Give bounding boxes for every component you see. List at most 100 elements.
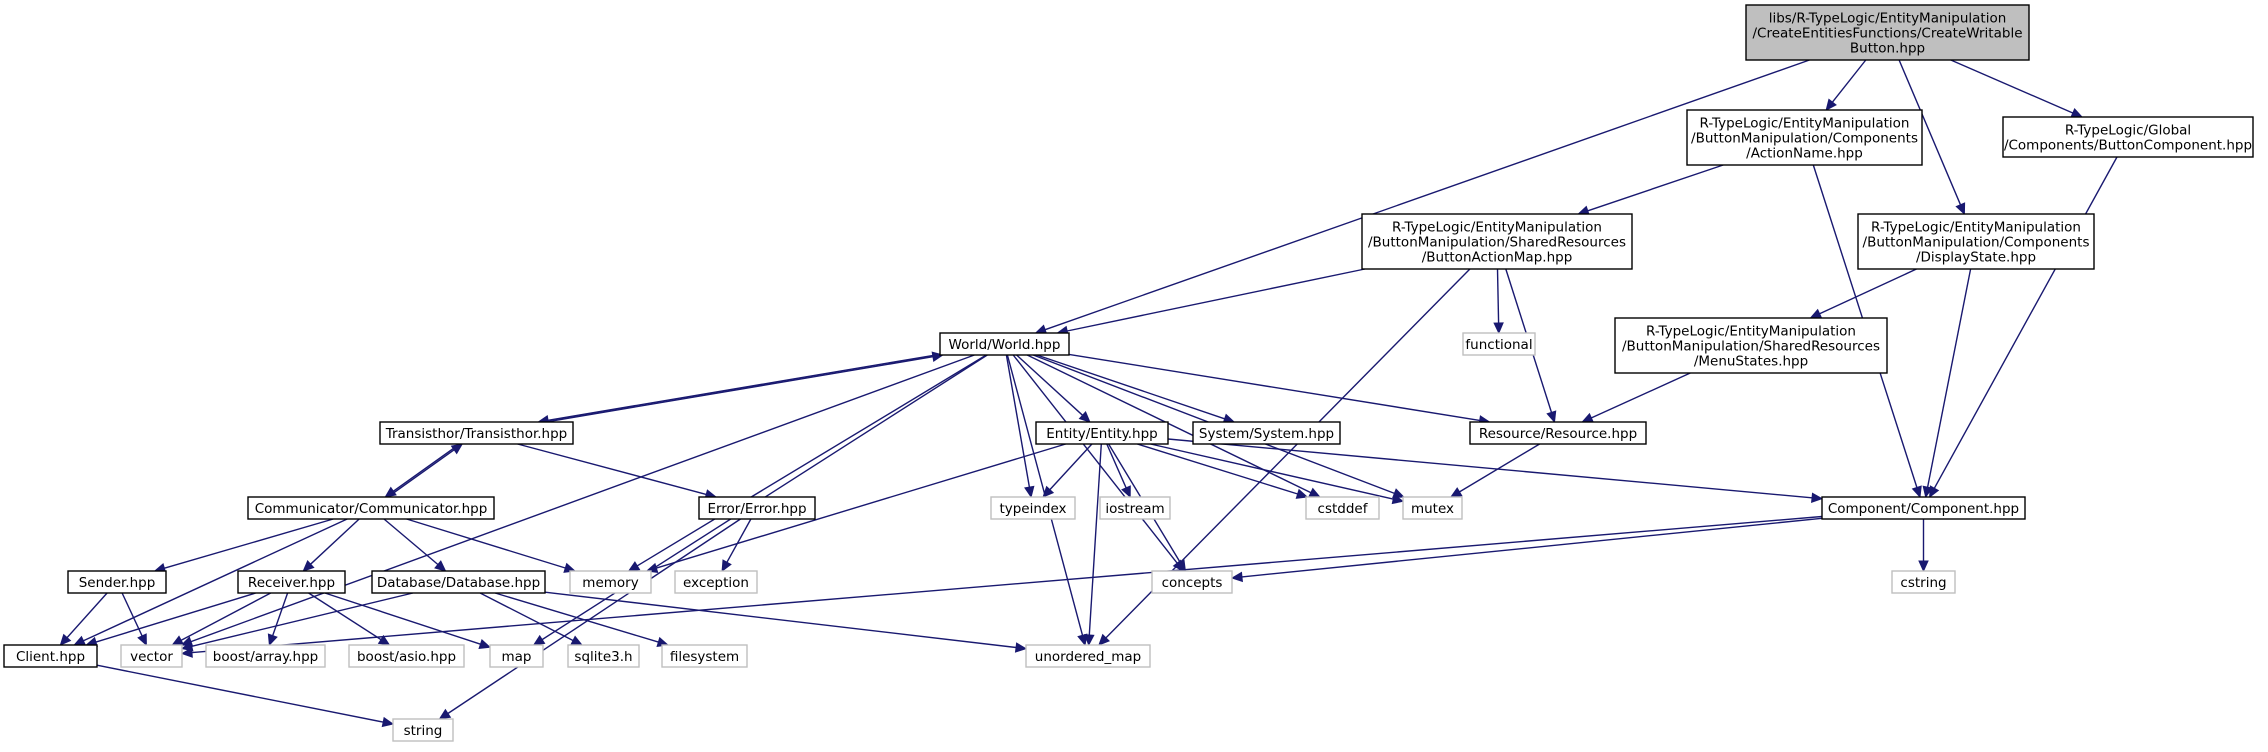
node-component[interactable]: Component/Component.hpp (1821, 496, 2026, 520)
node-box (205, 644, 326, 668)
edge-line (636, 354, 987, 567)
edge-line (1049, 443, 1093, 491)
arrowhead-icon (1809, 308, 1823, 319)
edge-transisthor-to-error (517, 443, 718, 500)
node-label-line: /ActionName.hpp (1746, 146, 1863, 162)
node-box (1462, 332, 1536, 356)
node-memory: memory (569, 570, 652, 594)
node-label-line: /MenuStates.hpp (1694, 354, 1808, 370)
edge-client-to-string (96, 664, 395, 728)
node-label-line: mutex (1411, 501, 1454, 517)
node-buttoncomp[interactable]: R-TypeLogic/Global/Components/ButtonComp… (2002, 116, 2254, 158)
node-label-line: /ButtonManipulation/Components (1863, 235, 2090, 251)
edge-line (1496, 268, 1500, 324)
node-box (990, 496, 1076, 520)
node-error[interactable]: Error/Error.hpp (698, 496, 816, 520)
arrowhead-icon (1121, 485, 1131, 499)
arrowhead-icon (1230, 571, 1243, 583)
node-sender[interactable]: Sender.hpp (67, 570, 167, 594)
node-label-line: Resource/Resource.hpp (1479, 426, 1637, 442)
node-box (3, 644, 98, 668)
edge-line (656, 443, 1066, 569)
node-system[interactable]: System/System.hpp (1192, 421, 1341, 445)
node-box (661, 644, 748, 668)
node-buttonactionmap[interactable]: R-TypeLogic/EntityManipulation/ButtonMan… (1361, 213, 1633, 270)
edge-sender-to-vector (121, 592, 147, 647)
node-box (2002, 116, 2254, 158)
node-menustates[interactable]: R-TypeLogic/EntityManipulation/ButtonMan… (1614, 317, 1888, 374)
node-displaystate[interactable]: R-TypeLogic/EntityManipulation/ButtonMan… (1857, 213, 2095, 270)
arrowhead-icon (1295, 488, 1309, 499)
edge-entity-to-mutex (1150, 443, 1405, 505)
edge-error-to-string (438, 518, 741, 720)
edge-error-to-exception (721, 518, 752, 573)
node-label-line: R-TypeLogic/EntityManipulation (1871, 220, 2081, 236)
node-box (1305, 496, 1380, 520)
node-box (1402, 496, 1463, 520)
node-client[interactable]: Client.hpp (3, 644, 98, 668)
edge-world-to-resource (1068, 353, 1491, 426)
arrowhead-icon (1014, 642, 1028, 653)
node-world[interactable]: World/World.hpp (939, 332, 1070, 356)
node-resource[interactable]: Resource/Resource.hpp (1469, 421, 1647, 445)
edge-world-to-memory (627, 354, 987, 572)
node-box (1151, 570, 1233, 594)
edge-line (545, 356, 934, 423)
node-actionname[interactable]: R-TypeLogic/EntityManipulation/ButtonMan… (1686, 109, 1923, 166)
node-transisthor[interactable]: Transisthor/Transisthor.hpp (379, 421, 574, 445)
node-box (567, 644, 640, 668)
edge-buttonactionmap-to-world (1056, 268, 1366, 337)
node-root[interactable]: libs/R-TypeLogic/EntityManipulation/Crea… (1745, 4, 2030, 61)
node-box (674, 570, 758, 594)
edge-entity-to-iostream (1106, 443, 1131, 499)
edge-line (191, 592, 414, 647)
node-label-line: Database/Database.hpp (377, 575, 540, 591)
arrowhead-icon (2070, 107, 2084, 118)
node-label-line: Transisthor/Transisthor.hpp (385, 426, 568, 442)
node-box (939, 332, 1070, 356)
arrowhead-icon (1024, 485, 1035, 499)
node-label-line: iostream (1105, 501, 1164, 517)
edge-line (1044, 59, 1810, 331)
edge-line (310, 518, 360, 565)
node-label-line: Button.hpp (1850, 41, 1925, 57)
edge-resource-to-mutex (1449, 443, 1540, 498)
node-label-line: Sender.hpp (79, 575, 156, 591)
arrowhead-icon (302, 559, 315, 572)
edge-line (83, 518, 348, 642)
node-entity[interactable]: Entity/Entity.hpp (1035, 421, 1169, 445)
node-label-line: Receiver.hpp (248, 575, 335, 591)
node-box (247, 496, 495, 520)
node-label-line: /ButtonActionMap.hpp (1422, 250, 1573, 266)
node-label-line: cstddef (1318, 501, 1369, 517)
edge-line (180, 592, 272, 641)
arrowhead-icon (434, 560, 447, 572)
edge-line (66, 592, 108, 639)
node-box (392, 718, 454, 742)
node-vector: vector (120, 644, 183, 668)
edge-sender-to-client (59, 592, 108, 646)
edge-displaystate-to-component (1922, 268, 1972, 499)
arrowhead-icon (1825, 98, 1837, 111)
node-functional: functional (1462, 332, 1536, 356)
edge-communicator-to-database (383, 518, 447, 572)
arrowhead-icon (721, 559, 732, 573)
arrowhead-icon (1811, 492, 1824, 504)
edge-line (1926, 268, 1972, 488)
node-exception: exception (674, 570, 758, 594)
node-label-line: boost/array.hpp (213, 649, 318, 665)
node-receiver[interactable]: Receiver.hpp (237, 570, 346, 594)
node-label-line: /Components/ButtonComponent.hpp (2004, 138, 2252, 154)
node-database[interactable]: Database/Database.hpp (371, 570, 546, 594)
node-label-line: System/System.hpp (1199, 426, 1334, 442)
arrowhead-icon (645, 562, 659, 573)
node-label-line: Error/Error.hpp (707, 501, 806, 517)
edge-line (1933, 156, 2118, 489)
node-label-line: R-TypeLogic/Global (2065, 123, 2191, 139)
node-box (237, 570, 346, 594)
edge-line (1898, 59, 1962, 206)
node-box (698, 496, 816, 520)
node-communicator[interactable]: Communicator/Communicator.hpp (247, 496, 495, 520)
arrowhead-icon (377, 634, 391, 646)
